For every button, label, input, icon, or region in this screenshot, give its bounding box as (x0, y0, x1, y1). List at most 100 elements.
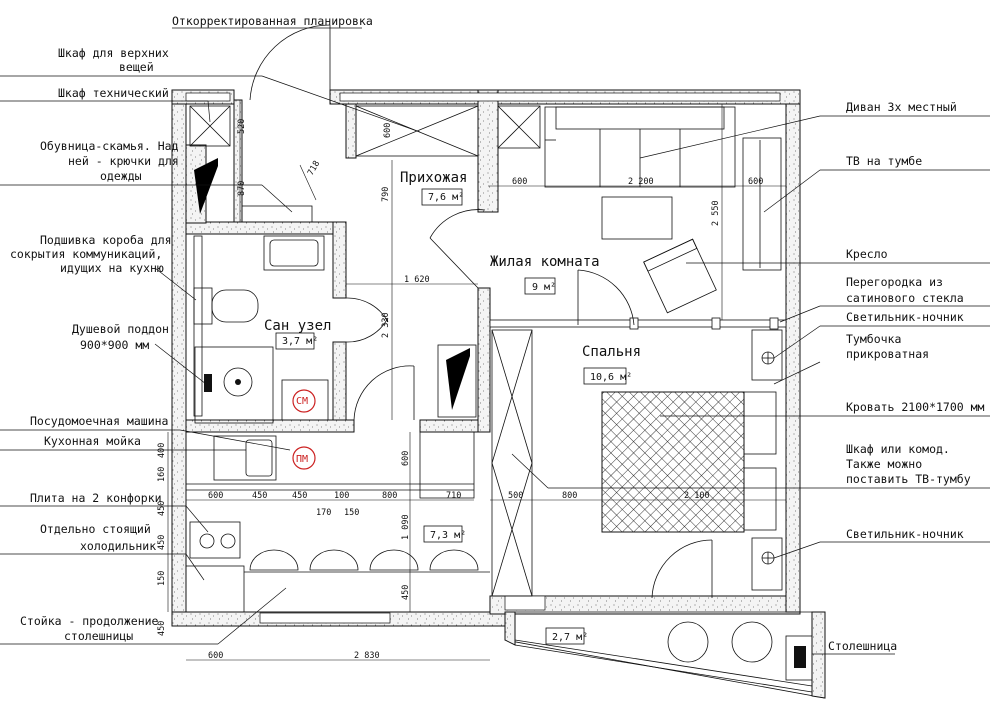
label-shoe-bench-2: ней - крючки для (68, 154, 179, 168)
label-partition-1: Перегородка из (846, 275, 943, 289)
balcony (504, 611, 826, 699)
interior-walls (185, 99, 491, 433)
bar-chairs (244, 549, 490, 573)
balcony-countertop (785, 635, 813, 681)
room-hallway-name: Прихожая (400, 170, 467, 186)
left-callouts: Шкаф для верхних вещей Шкаф технический … (0, 46, 421, 645)
furniture (185, 105, 813, 681)
dim-450-f: 450 (157, 501, 167, 516)
label-nightlight-top: Светильник-ночник (846, 310, 964, 324)
dim-450-d: 450 (157, 621, 167, 636)
dim-1620: 1 620 (404, 275, 430, 285)
dim-160: 160 (157, 467, 167, 482)
label-bar-counter-2: столешницы (64, 629, 133, 643)
right-callouts: Диван 3х местный ТВ на тумбе Кресло Пере… (511, 100, 990, 655)
label-dresser-2: Также можно (846, 457, 922, 471)
dim-790: 790 (381, 187, 391, 202)
dimension-values: 520 870 600 718 790 600 2 200 600 2 550 … (157, 119, 763, 661)
dim-2330: 2 330 (381, 312, 391, 338)
room-bedroom-name: Спальня (582, 344, 641, 360)
dim-1090: 1 090 (401, 514, 411, 540)
label-tech-cabinet: Шкаф технический (58, 86, 169, 100)
dim-710: 710 (446, 491, 461, 501)
balcony-seat-1 (667, 621, 709, 663)
washing-machine-mark: СМ (296, 396, 308, 407)
room-labels: Прихожая 7,6 м² Жилая комната 9 м² Сан у… (264, 170, 641, 645)
label-armchair: Кресло (846, 247, 888, 261)
label-box-1: Подшивка короба для (40, 233, 172, 247)
room-bedroom-area: 10,6 м² (590, 372, 632, 383)
room-hallway-area: 7,6 м² (428, 192, 464, 203)
room-living-area: 9 м² (532, 282, 556, 293)
label-upper-wardrobe-2: вещей (119, 60, 154, 74)
dim-600-bottom: 600 (208, 651, 223, 661)
label-dishwasher: Посудомоечная машина (30, 414, 168, 428)
plan-title: Откорректированная планировка (172, 14, 373, 28)
bedroom-wardrobe (491, 329, 533, 597)
dim-2830: 2 830 (354, 651, 380, 661)
label-stove: Плита на 2 конфорки (30, 491, 162, 505)
label-sofa: Диван 3х местный (846, 100, 957, 114)
dim-718: 718 (306, 159, 322, 177)
hall-wardrobe (355, 105, 479, 157)
label-tv: ТВ на тумбе (846, 154, 922, 168)
balcony-seat-2 (731, 621, 773, 663)
label-shoe-bench-1: Обувница-скамья. Над (40, 139, 179, 153)
room-living-name: Жилая комната (490, 254, 600, 270)
label-partition-2: сатинового стекла (846, 291, 964, 305)
label-shoe-bench-3: одежды (100, 169, 142, 183)
label-nightstand-2: прикроватная (846, 347, 929, 361)
label-bed: Кровать 2100*1700 мм (846, 400, 985, 414)
windows (185, 92, 781, 624)
armchair (643, 238, 717, 314)
kitchen-counter (185, 431, 475, 613)
dim-150: 150 (344, 508, 359, 518)
dim-100: 100 (334, 491, 349, 501)
dim-800-kitchen: 800 (382, 491, 397, 501)
washing-machine (281, 379, 329, 421)
sofa (544, 106, 736, 188)
label-dresser-3: поставить ТВ-тумбу (846, 472, 971, 486)
dim-2100: 2 100 (684, 491, 710, 501)
label-dresser-1: Шкаф или комод. (846, 442, 950, 456)
room-balcony-area: 2,7 м² (552, 632, 588, 643)
glass-partition (489, 317, 787, 330)
dim-450-b: 450 (292, 491, 307, 501)
technical-cabinet (189, 105, 231, 147)
room-bathroom-area: 3,7 м² (282, 336, 318, 347)
dim-600-row: 600 (208, 491, 223, 501)
doors (249, 24, 713, 599)
label-countertop: Столешница (828, 639, 897, 653)
dim-2550: 2 550 (711, 200, 721, 226)
dim-500: 500 (508, 491, 523, 501)
label-fridge-1: Отдельно стоящий (40, 522, 151, 536)
dishwasher-mark: ПМ (296, 454, 308, 465)
dim-600-tv: 600 (748, 177, 763, 187)
room-bathroom-name: Сан узел (264, 318, 331, 334)
dim-450-e: 450 (401, 585, 411, 600)
label-sink: Кухонная мойка (44, 434, 141, 448)
shoe-bench-mark (194, 158, 218, 214)
label-nightlight-bottom: Светильник-ночник (846, 527, 964, 541)
room-kitchen-area: 7,3 м² (430, 530, 466, 541)
dim-150-left: 150 (157, 571, 167, 586)
dim-600-wardrobe: 600 (383, 123, 393, 138)
label-fridge-2: холодильник (80, 539, 156, 553)
bed (601, 329, 783, 591)
label-shower-2: 900*900 мм (80, 338, 149, 352)
tv-stand (742, 137, 782, 271)
coffee-table (601, 196, 673, 240)
label-shower-1: Душевой поддон (72, 322, 169, 336)
dim-600-sofa: 600 (512, 177, 527, 187)
dim-450-c: 450 (157, 535, 167, 550)
dim-600-kitchen: 600 (401, 451, 411, 466)
bath-sink (263, 235, 325, 271)
dim-170: 170 (316, 508, 331, 518)
dimension-lines (167, 100, 786, 661)
shower-tray (194, 346, 274, 424)
dim-520: 520 (237, 119, 247, 134)
dim-800-bed: 800 (562, 491, 577, 501)
shoe-bench (241, 205, 313, 223)
label-nightstand-1: Тумбочка (846, 332, 901, 346)
